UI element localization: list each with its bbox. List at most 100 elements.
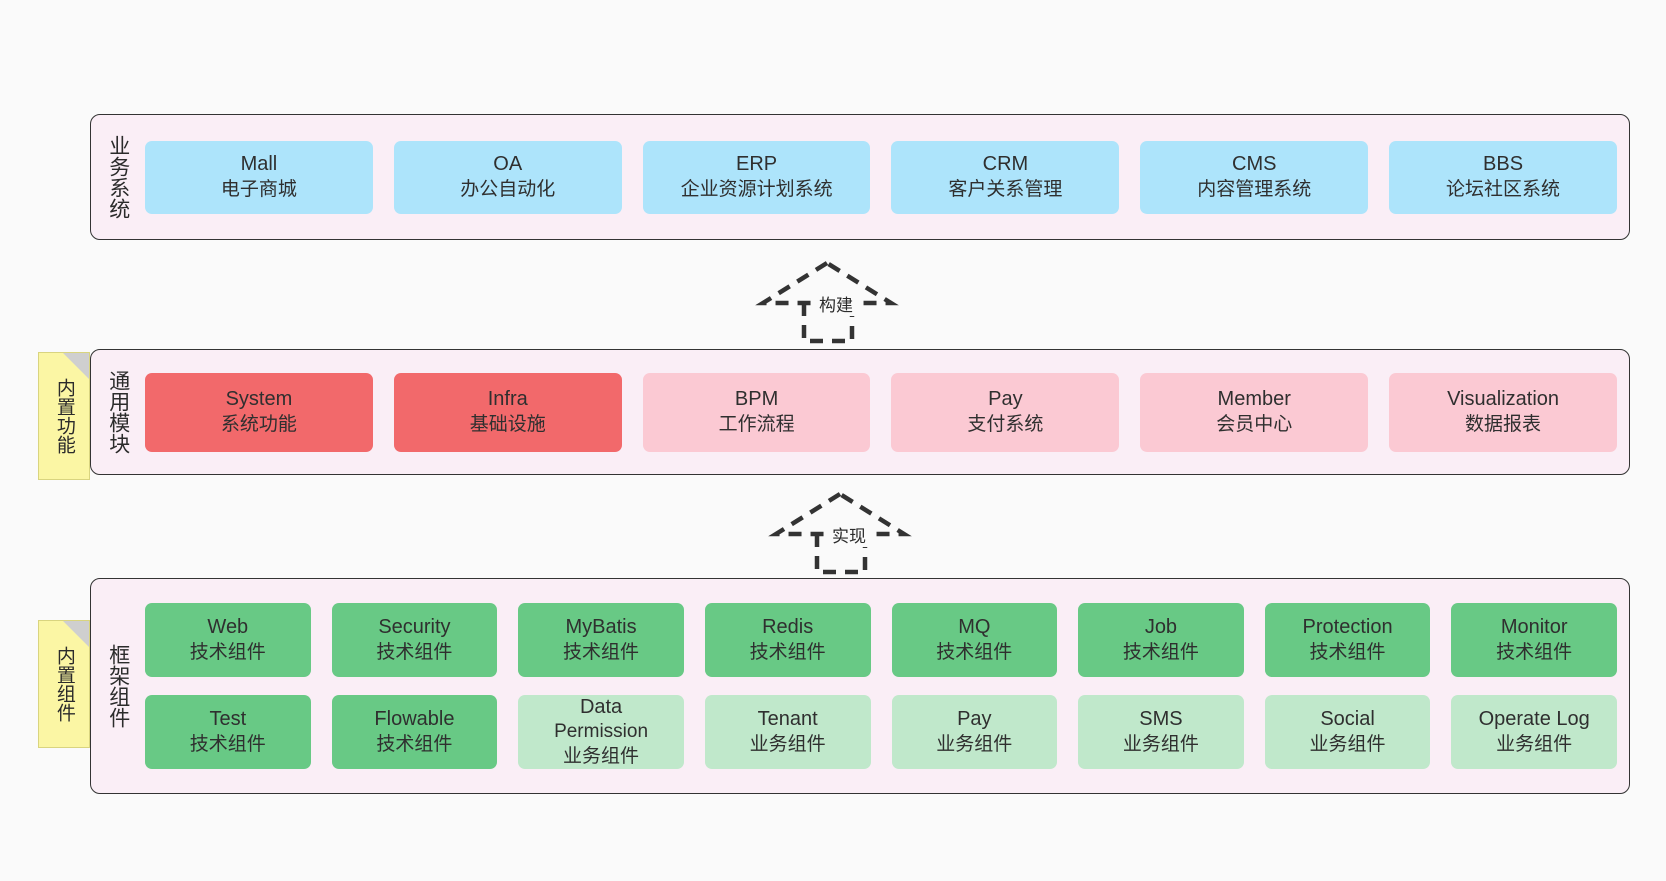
card-subtitle: 业务组件 <box>1496 733 1573 755</box>
card-title: Pay <box>957 708 992 731</box>
card-title: MyBatis <box>565 616 637 639</box>
layer-modules-title: 通用模块 <box>106 370 130 454</box>
card-title: ERP <box>736 153 778 176</box>
card-subtitle: 业务组件 <box>936 733 1013 755</box>
arrow-implement-label: 实现 <box>830 522 868 547</box>
card-subtitle: 业务组件 <box>1122 733 1199 755</box>
card-subtitle: 办公自动化 <box>460 178 556 200</box>
card-title: Social <box>1320 708 1375 731</box>
card-title: CRM <box>982 153 1029 176</box>
card-title: OA <box>493 153 523 176</box>
arrow-build: 构建 <box>755 255 905 350</box>
note-builtin-functions-label: 内置功能 <box>53 378 75 454</box>
card-subtitle: 论坛社区系统 <box>1446 178 1561 200</box>
card-subtitle: 系统功能 <box>220 413 297 435</box>
card-title: Job <box>1144 616 1178 639</box>
arrow-implement: 实现 <box>768 486 918 581</box>
card-title: Web <box>207 616 249 639</box>
note-builtin-functions: 内置功能 <box>38 352 90 480</box>
card-subtitle: 电子商城 <box>220 178 297 200</box>
card-subtitle: 工作流程 <box>718 413 795 435</box>
card-subtitle: 客户关系管理 <box>948 178 1063 200</box>
card-title: Flowable <box>374 708 455 731</box>
card-title: Protection <box>1302 616 1393 639</box>
card-subtitle: 技术组件 <box>749 641 826 663</box>
card-title: Visualization <box>1447 388 1560 411</box>
card-subtitle: 技术组件 <box>189 641 266 663</box>
card-subtitle: 业务组件 <box>1309 733 1386 755</box>
card-subtitle: 技术组件 <box>563 641 640 663</box>
card-subtitle: 内容管理系统 <box>1197 178 1312 200</box>
card-title: Mall <box>240 153 278 176</box>
card-subtitle: 技术组件 <box>376 733 453 755</box>
card-title: Data <box>579 695 623 718</box>
card-subtitle: 企业资源计划系统 <box>680 178 833 200</box>
card-subtitle: 业务组件 <box>749 733 826 755</box>
card-title: SMS <box>1139 708 1183 731</box>
note-builtin-components-label: 内置组件 <box>53 646 75 722</box>
card-title: BBS <box>1483 153 1524 176</box>
arrow-build-label: 构建 <box>817 291 855 316</box>
note-builtin-components: 内置组件 <box>38 620 90 748</box>
card-title-line2: Permission <box>554 721 649 743</box>
card-title: System <box>225 388 293 411</box>
layer-framework-title: 框架组件 <box>106 644 130 728</box>
card-subtitle: 数据报表 <box>1465 413 1542 435</box>
card-title: BPM <box>734 388 779 411</box>
card-subtitle: 支付系统 <box>967 413 1044 435</box>
card-title: Redis <box>762 616 814 639</box>
card-subtitle: 技术组件 <box>1496 641 1573 663</box>
card-title: Member <box>1217 388 1291 411</box>
card-subtitle: 基础设施 <box>469 413 546 435</box>
card-title: Pay <box>988 388 1023 411</box>
card-title: Tenant <box>757 708 818 731</box>
card-title: Test <box>209 708 247 731</box>
card-subtitle: 技术组件 <box>936 641 1013 663</box>
card-title: MQ <box>958 616 991 639</box>
layer-business-title: 业务系统 <box>106 135 130 219</box>
card-title: Monitor <box>1500 616 1568 639</box>
card-title: CMS <box>1232 153 1277 176</box>
card-title: Security <box>378 616 451 639</box>
card-subtitle: 技术组件 <box>1309 641 1386 663</box>
card-title: Infra <box>487 388 528 411</box>
